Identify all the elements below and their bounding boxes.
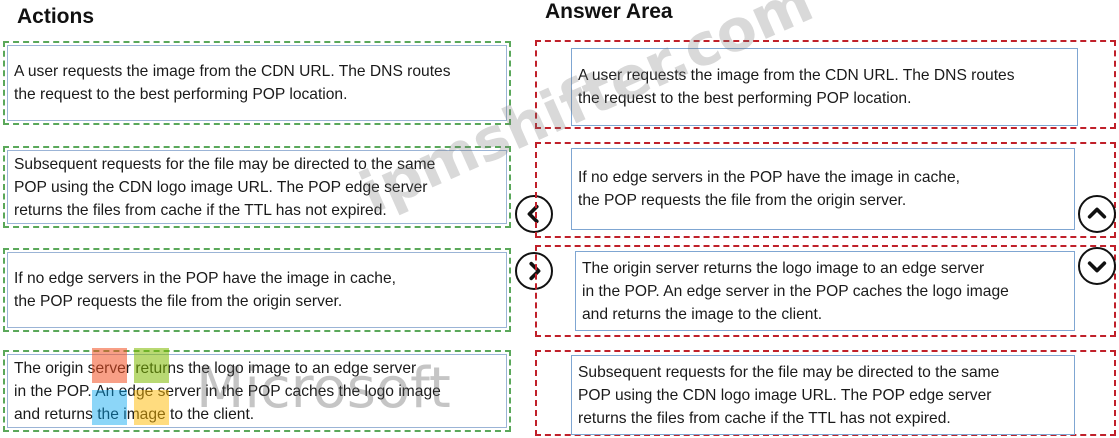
text-line: POP using the CDN logo image URL. The PO… — [14, 178, 428, 196]
text-line: The origin server returns the logo image… — [582, 259, 985, 277]
text-line: POP using the CDN logo image URL. The PO… — [578, 386, 992, 404]
text-line: If no edge servers in the POP have the i… — [14, 270, 396, 287]
text-line: returns the files from cache if the TTL … — [578, 409, 951, 427]
move-right-button[interactable] — [515, 252, 553, 290]
text-line: The origin server returns the logo image… — [14, 359, 417, 377]
text-line: the POP requests the file from the origi… — [578, 192, 907, 209]
chevron-down-icon — [1087, 261, 1107, 273]
answer-slot-2[interactable] — [535, 142, 1116, 238]
text-line: in the POP. An edge server in the POP ca… — [582, 282, 1009, 300]
text-line: If no edge servers in the POP have the i… — [578, 169, 960, 186]
answer-slot-3[interactable] — [535, 245, 1116, 337]
action-item-2[interactable]: Subsequent requests for the file may be … — [3, 146, 511, 228]
answer-slot-4[interactable] — [535, 350, 1116, 436]
action-item-text: A user requests the image from the CDN U… — [7, 45, 507, 121]
text-line: A user requests the image from the CDN U… — [578, 67, 1015, 84]
text-line: and returns the image to the client. — [582, 305, 823, 323]
chevron-up-icon — [1087, 207, 1107, 219]
answer-item-2[interactable]: If no edge servers in the POP have the i… — [571, 148, 1075, 230]
action-item-3[interactable]: If no edge servers in the POP have the i… — [3, 248, 511, 332]
text-line: returns the files from cache if the TTL … — [14, 201, 387, 219]
text-line: the POP requests the file from the origi… — [14, 293, 343, 310]
chevron-right-icon — [529, 261, 541, 281]
answer-area-heading: Answer Area — [545, 0, 673, 23]
text-line: A user requests the image from the CDN U… — [14, 63, 451, 80]
answer-item-1[interactable]: A user requests the image from the CDN U… — [571, 48, 1078, 126]
action-item-text: Subsequent requests for the file may be … — [7, 150, 507, 224]
answer-item-3[interactable]: The origin server returns the logo image… — [575, 251, 1075, 331]
chevron-left-icon — [527, 204, 539, 224]
text-line: the request to the best performing POP l… — [14, 86, 348, 103]
text-line: the request to the best performing POP l… — [578, 90, 912, 107]
text-line: Subsequent requests for the file may be … — [14, 155, 436, 173]
action-item-1[interactable]: A user requests the image from the CDN U… — [3, 41, 511, 125]
actions-heading: Actions — [17, 5, 95, 28]
text-line: and returns the image to the client. — [14, 405, 255, 423]
move-left-button[interactable] — [515, 195, 553, 233]
answer-slot-1[interactable] — [535, 40, 1116, 129]
move-down-button[interactable] — [1078, 247, 1116, 285]
action-item-text: If no edge servers in the POP have the i… — [7, 252, 507, 328]
action-item-4[interactable]: The origin server returns the logo image… — [3, 350, 511, 432]
text-line: in the POP. An edge server in the POP ca… — [14, 382, 441, 400]
text-line: Subsequent requests for the file may be … — [578, 363, 1000, 381]
move-up-button[interactable] — [1078, 195, 1116, 233]
answer-item-4[interactable]: Subsequent requests for the file may be … — [571, 355, 1075, 435]
action-item-text: The origin server returns the logo image… — [7, 354, 507, 428]
